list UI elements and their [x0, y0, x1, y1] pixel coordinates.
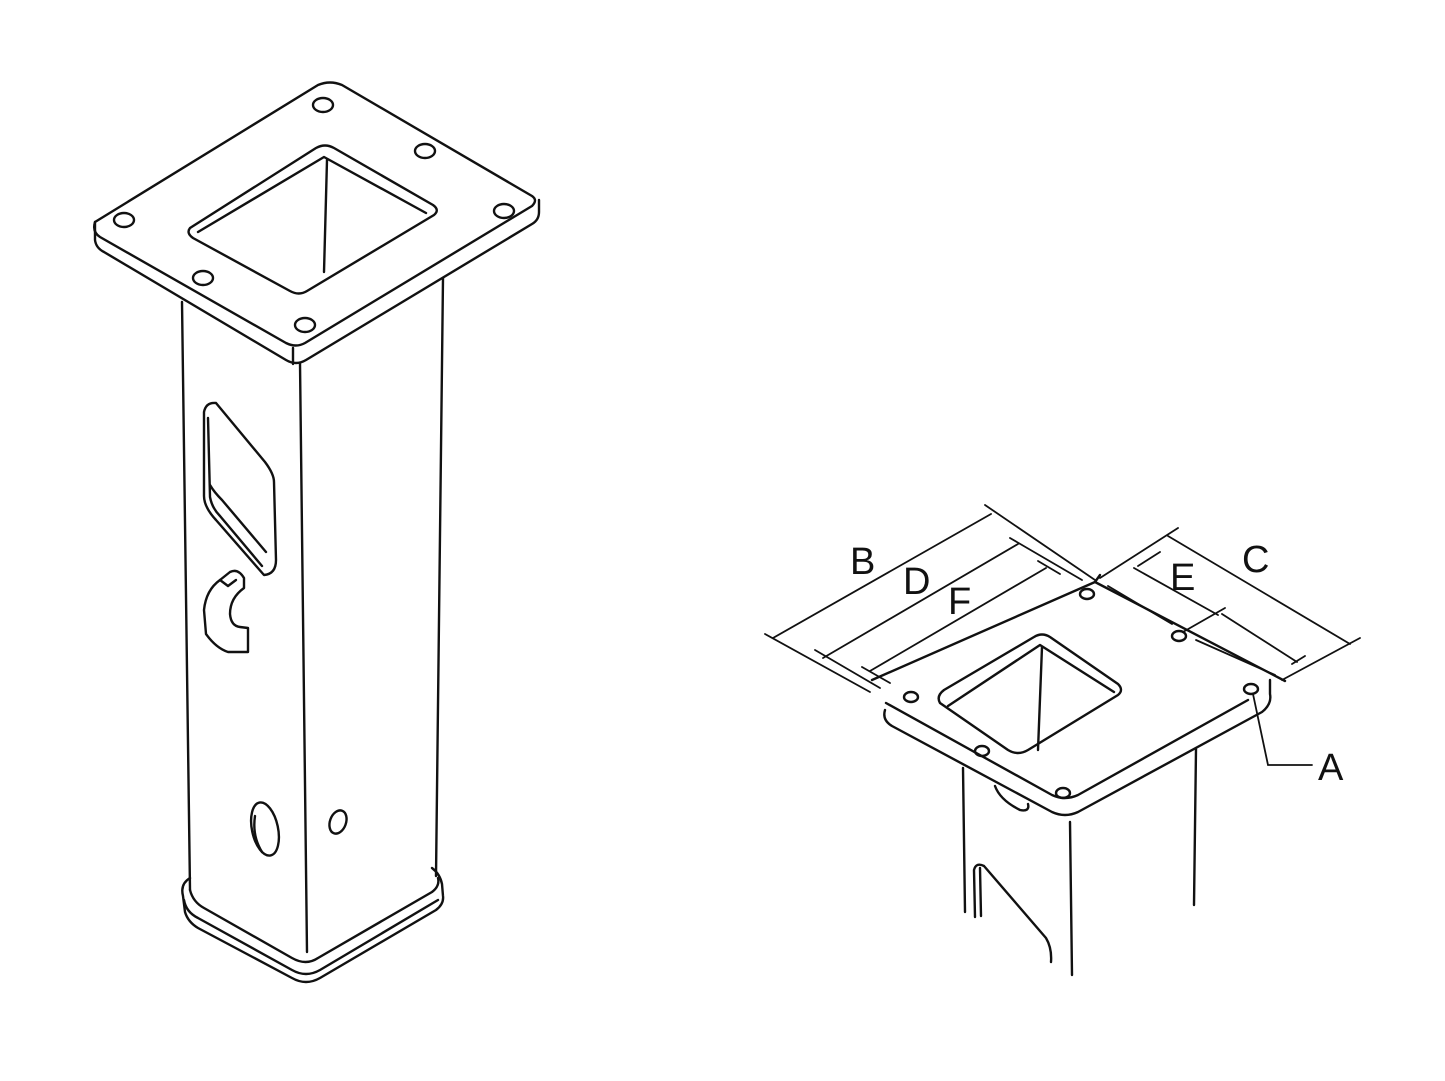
flange-plate	[870, 573, 1287, 817]
dimension-lines	[764, 504, 1361, 766]
label-c: C	[1242, 539, 1269, 581]
column-isometric-view	[0, 0, 700, 1081]
column-drawing	[92, 81, 541, 984]
label-b: B	[850, 541, 875, 583]
flange-dimension-drawing: B D F C E A	[764, 504, 1361, 977]
dimension-labels: B D F C E A	[850, 539, 1344, 789]
top-flange	[92, 81, 541, 366]
flange-dimension-view: B D F C E A	[700, 0, 1445, 1081]
column-body	[180, 276, 445, 954]
label-a: A	[1318, 747, 1344, 789]
label-d: D	[903, 561, 930, 603]
label-f: F	[948, 581, 971, 623]
label-e: E	[1170, 557, 1195, 599]
column-stub	[961, 747, 1198, 977]
bottom-base	[181, 866, 445, 984]
